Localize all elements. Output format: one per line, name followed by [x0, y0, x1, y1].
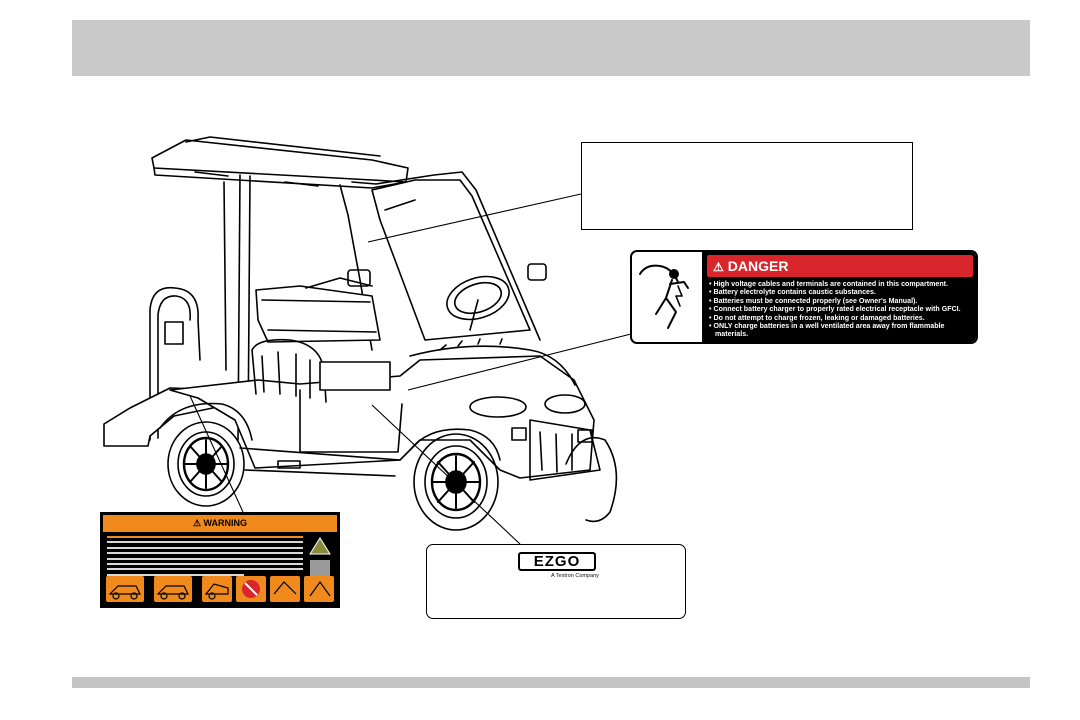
fine-print-line: [107, 562, 303, 565]
warning-side-icons: [308, 536, 332, 580]
danger-line: • Do not attempt to charge frozen, leaki…: [709, 313, 925, 322]
danger-line: • ONLY charge batteries in a well ventil…: [709, 322, 945, 331]
danger-decal: ⚠DANGER • High voltage cables and termin…: [630, 250, 978, 344]
ezgo-logo: EZGO: [518, 552, 596, 571]
footer-bar: [72, 677, 1030, 688]
warning-heading-text: WARNING: [203, 518, 248, 528]
fine-print-line: [107, 536, 303, 538]
danger-line: • High voltage cables and terminals are …: [709, 280, 948, 288]
danger-line: • Connect battery charger to properly ra…: [709, 305, 961, 314]
callout-box-blank: [581, 142, 913, 230]
fine-print-line: [107, 552, 303, 555]
warning-triangle-icon: ⚠: [713, 260, 724, 274]
electrocution-hazard-icon: [632, 252, 704, 342]
header-bar: [72, 20, 1030, 76]
fine-print-line: [107, 546, 303, 549]
warning-decal: ⚠ WARNING: [100, 512, 340, 608]
danger-line: materials.: [715, 330, 749, 339]
fine-print-line: [107, 557, 303, 560]
warning-fine-print: [107, 536, 303, 579]
fine-print-line: [107, 568, 303, 571]
fine-print-line: [107, 573, 245, 576]
fine-print-line: [107, 541, 303, 544]
danger-heading-text: DANGER: [727, 258, 789, 274]
danger-lines: • High voltage cables and terminals are …: [709, 280, 972, 339]
danger-heading: ⚠DANGER: [707, 255, 973, 277]
warning-heading: ⚠ WARNING: [103, 515, 337, 532]
ezgo-badge-callout: EZGO A Textron Company: [426, 544, 686, 619]
warning-pictogram-strip: [106, 576, 334, 602]
ezgo-tagline: A Textron Company: [551, 573, 599, 579]
danger-text-panel: ⚠DANGER • High voltage cables and termin…: [704, 252, 976, 342]
danger-line: • Batteries must be connected properly (…: [709, 296, 918, 305]
danger-line: • Battery electrolyte contains caustic s…: [709, 288, 876, 297]
